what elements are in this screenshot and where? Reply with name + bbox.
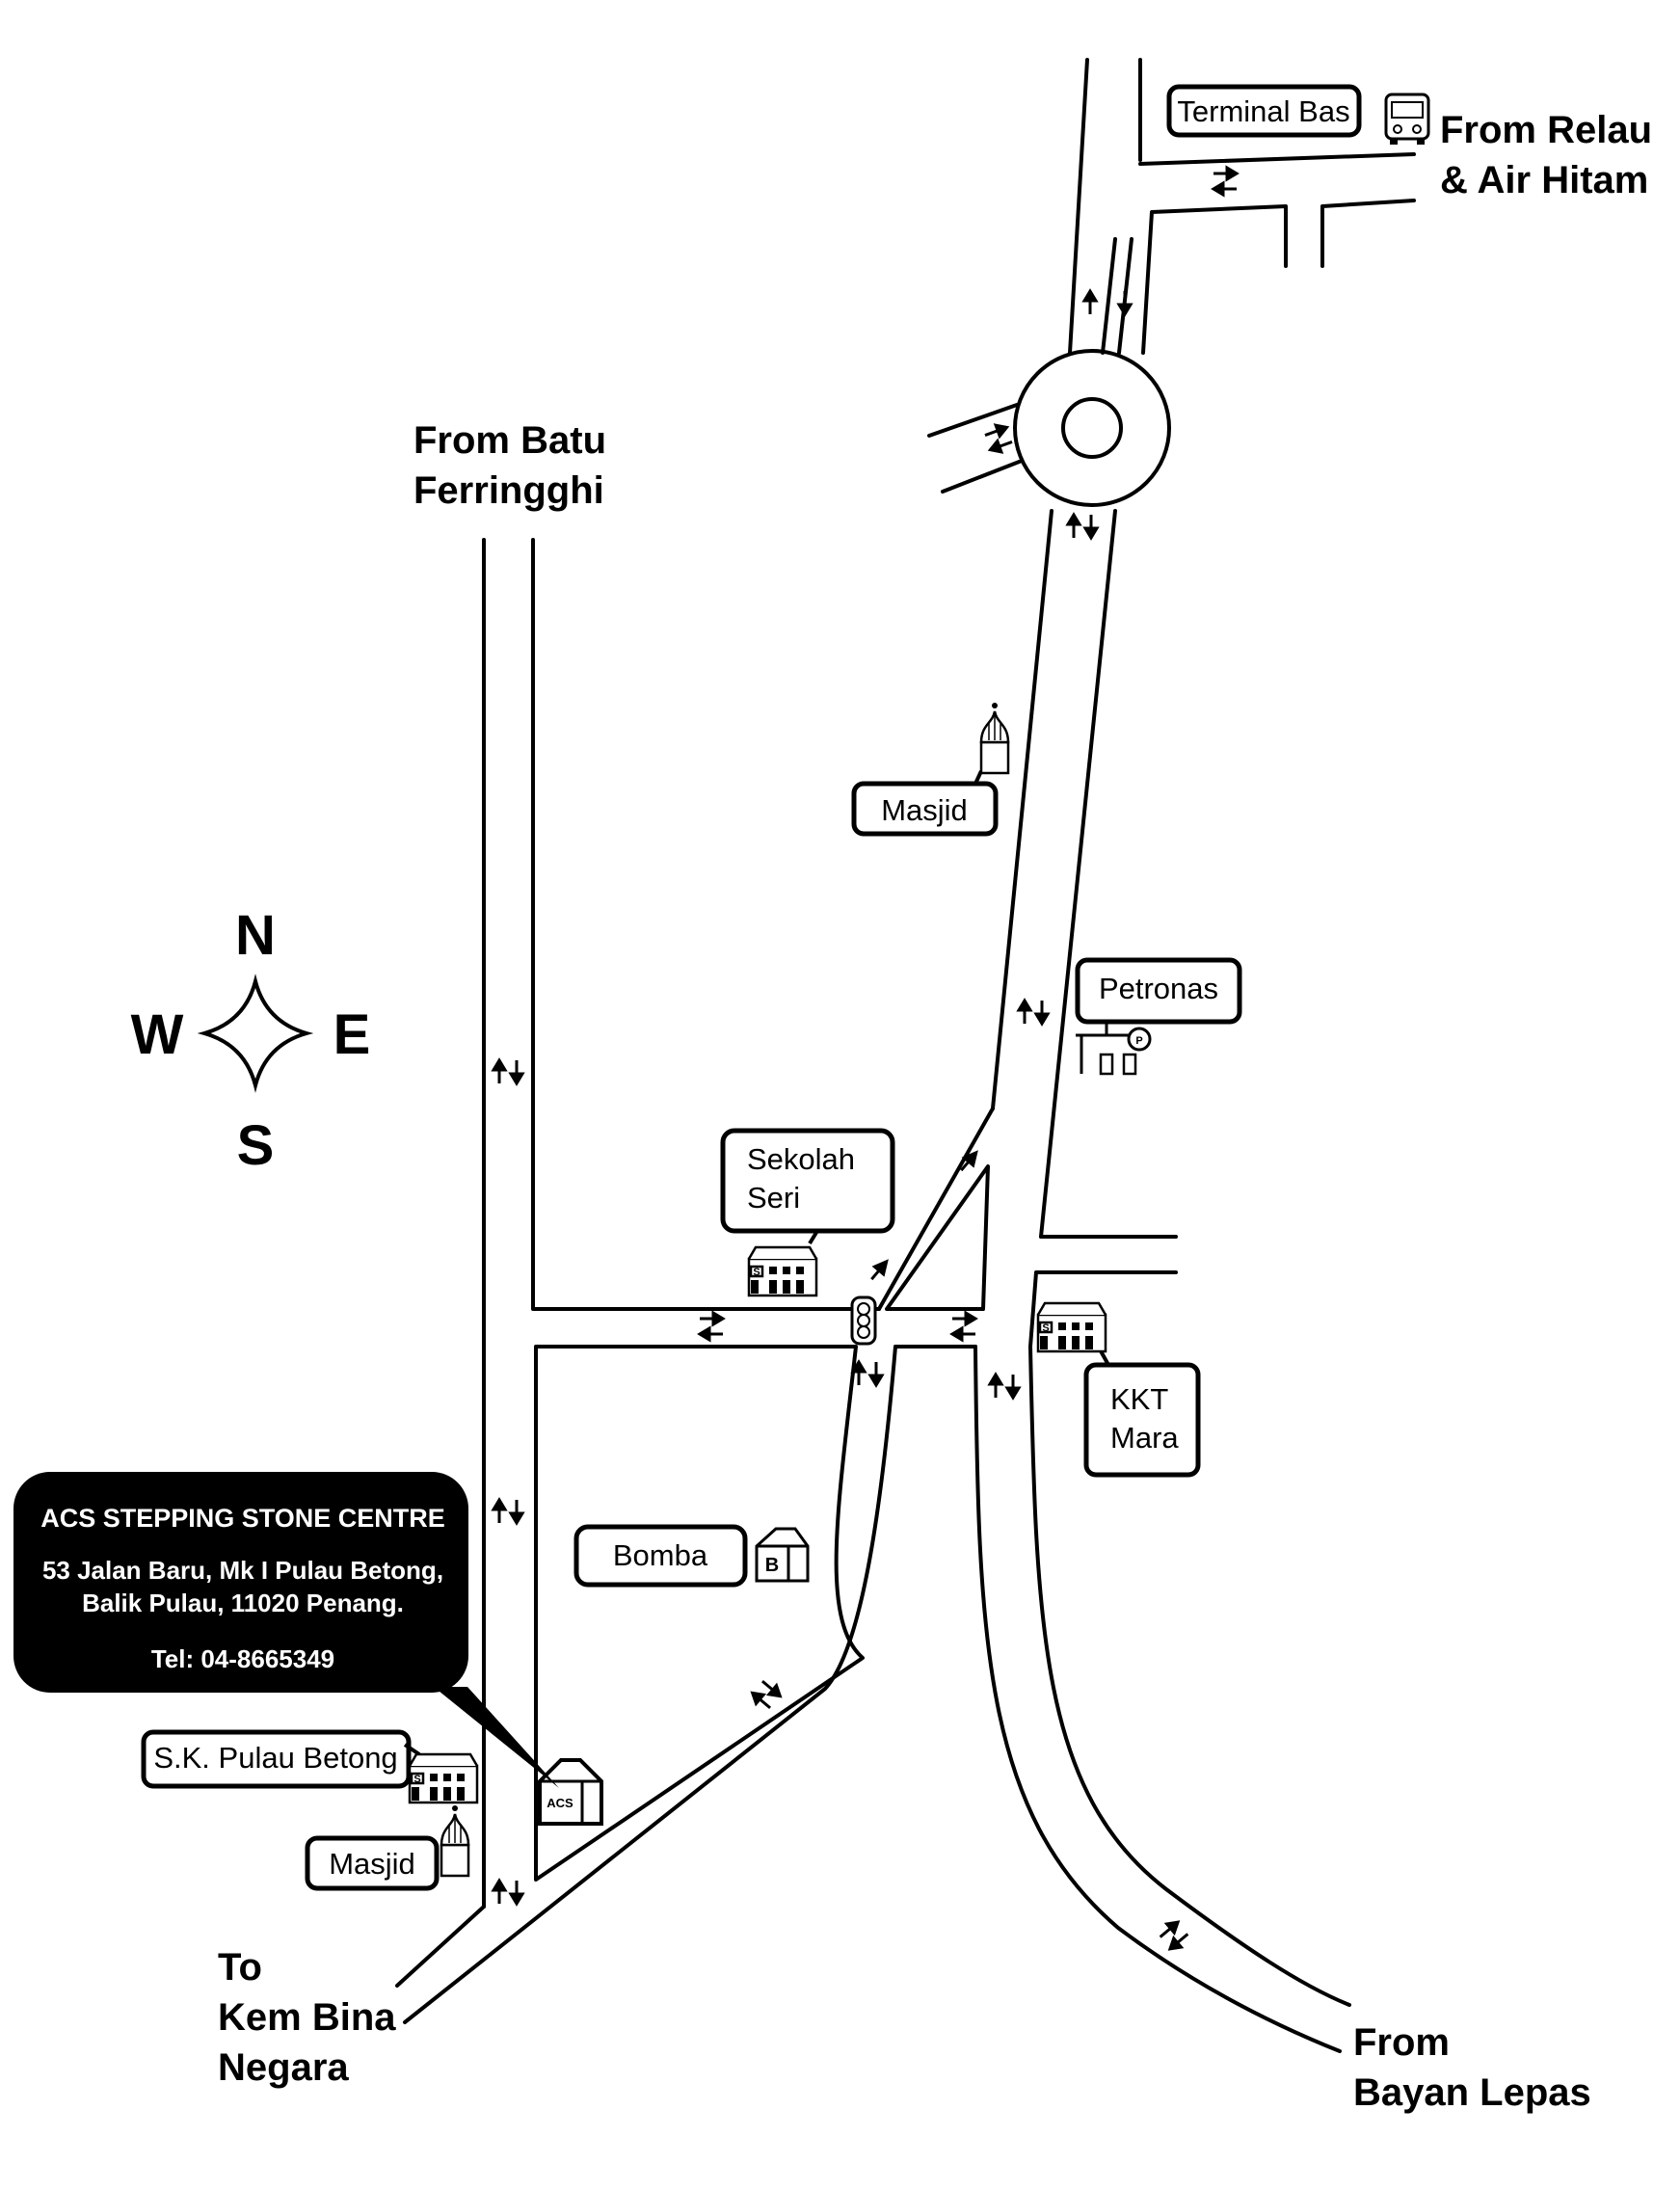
info-address-line1: 53 Jalan Baru, Mk I Pulau Betong,	[42, 1556, 443, 1585]
direction-label-relau-line1: From Relau	[1440, 109, 1652, 151]
landmark-label-petronas: Petronas	[1099, 972, 1218, 1005]
direction-label-batu-line1: From Batu	[413, 419, 606, 462]
arrow-pair-relau-side	[1211, 165, 1240, 198]
landmark-label-sekolah-seri-line1: Sekolah	[747, 1142, 855, 1176]
road-relau-side-edge	[1138, 152, 1416, 166]
road-main-east-edge	[1039, 509, 1117, 1239]
arrow-pair-junction-south	[850, 1359, 885, 1388]
compass-east: E	[333, 1003, 371, 1066]
landmark-sekolah-seri: Sekolah Seri S	[720, 1128, 895, 1297]
direction-label-batu-line2: Ferringghi	[413, 469, 604, 512]
acs-info-callout: ACS STEPPING STONE CENTRE 53 Jalan Baru,…	[13, 1472, 559, 1788]
compass-south: S	[237, 1114, 275, 1177]
landmark-label-masjid-south: Masjid	[329, 1847, 415, 1881]
landmark-sk-pulau-betong: S.K. Pulau Betong S	[141, 1729, 479, 1804]
landmark-label-masjid-north: Masjid	[881, 793, 968, 827]
road-junction-north-edge	[877, 1107, 995, 1311]
arrow-pair-roundabout-west	[984, 423, 1013, 454]
landmark-label-kkt-mara-line2: Mara	[1110, 1421, 1179, 1455]
arrow-pair-bayan-upper	[987, 1372, 1022, 1401]
bus-icon	[1384, 93, 1430, 145]
arrow-pair-relau-road	[1081, 288, 1133, 317]
direction-label-kem-bina-line1: To	[218, 1946, 262, 1989]
compass-west: W	[131, 1003, 184, 1066]
road-roundabout-west-arm-north	[927, 403, 1019, 438]
info-telephone: Tel: 04-8665349	[151, 1644, 334, 1673]
school-letter-sekolah-seri: S	[753, 1267, 760, 1278]
school-letter-kkt-mara: S	[1042, 1322, 1049, 1334]
roundabout-island	[1061, 397, 1123, 459]
arrow-pair-batu-upper	[491, 1057, 525, 1086]
road-relau-median-west	[1101, 237, 1117, 355]
acs-building-icon: ACS	[538, 1758, 603, 1826]
landmark-masjid-north: Masjid	[851, 701, 1010, 837]
arrow-junction-diagonal-lower	[870, 1259, 889, 1281]
road-bayan-lepas-east-edge	[1028, 1345, 1351, 2007]
arrow-pair-kem-bina-road	[750, 1680, 783, 1709]
roundabout-outer	[1013, 349, 1171, 507]
info-address-line2: Balik Pulau, 11020 Penang.	[82, 1589, 404, 1617]
landmark-label-sekolah-seri-line2: Seri	[747, 1181, 800, 1215]
direction-label-relau-line2: & Air Hitam	[1440, 159, 1648, 201]
landmark-label-sk-pulau-betong: S.K. Pulau Betong	[153, 1741, 397, 1775]
traffic-arrows	[491, 165, 1240, 1951]
arrow-pair-batu-middle	[491, 1497, 525, 1526]
arrow-pair-roundabout-south	[1065, 512, 1100, 541]
traffic-light-icon	[850, 1295, 877, 1346]
acs-letter: ACS	[547, 1796, 573, 1810]
fire-station-icon: B	[755, 1527, 810, 1583]
landmark-kkt-mara: KKT Mara S	[1036, 1301, 1201, 1478]
road-inner-block-edge	[534, 1345, 865, 1882]
road-main-west-edge	[991, 509, 1053, 1110]
info-title: ACS STEPPING STONE CENTRE	[40, 1504, 445, 1533]
compass-rose: N S W E	[131, 904, 371, 1177]
landmark-terminal-bas: Terminal Bas	[1166, 84, 1430, 145]
landmark-bomba: Bomba B	[573, 1524, 810, 1588]
landmark-label-bomba: Bomba	[613, 1538, 708, 1572]
arrow-pair-junction-east	[949, 1310, 978, 1343]
road-junction-triangle	[885, 1164, 990, 1311]
arrow-junction-diagonal-upper	[960, 1150, 978, 1172]
arrow-pair-bayan-curve	[1159, 1920, 1189, 1951]
landmark-petronas: Petronas P	[1075, 957, 1242, 1076]
road-kem-bina-south-edge	[403, 1345, 897, 2024]
landmark-masjid-south: Masjid	[305, 1803, 470, 1891]
road-relau-side-stub	[1320, 199, 1416, 268]
parking-letter: P	[1135, 1035, 1142, 1047]
school-letter-sk-pulau-betong: S	[413, 1774, 420, 1785]
road-relau-west-edge	[1068, 58, 1089, 355]
direction-label-bayan-line2: Bayan Lepas	[1353, 2071, 1591, 2114]
road-roundabout-west-arm-south	[941, 459, 1024, 494]
road-kem-bina-north-edge	[395, 1905, 486, 1988]
arrow-pair-batu-lower	[491, 1878, 525, 1907]
road-east-stub-south	[1028, 1270, 1178, 1349]
road-batu-ferringhi-east-edge	[531, 538, 881, 1311]
landmark-label-terminal-bas: Terminal Bas	[1177, 94, 1349, 128]
compass-north: N	[235, 904, 276, 967]
arrow-pair-main-road	[1016, 998, 1051, 1027]
direction-label-bayan-line1: From	[1353, 2021, 1450, 2064]
compass-star-icon	[197, 974, 314, 1093]
bomba-letter: B	[765, 1555, 779, 1576]
direction-label-kem-bina-line2: Kem Bina	[218, 1996, 396, 2039]
school-icon: S	[1036, 1301, 1107, 1353]
school-icon: S	[747, 1245, 818, 1297]
arrow-pair-cross-road	[697, 1310, 726, 1343]
landmark-label-kkt-mara-line1: KKT	[1110, 1382, 1168, 1416]
road-relau-east-edge	[1141, 204, 1288, 355]
petrol-station-icon: P	[1076, 1024, 1152, 1076]
mosque-icon	[979, 701, 1010, 775]
school-icon: S	[408, 1752, 479, 1804]
direction-label-kem-bina-line3: Negara	[218, 2046, 349, 2089]
road-bayan-lepas-west-edge	[973, 1345, 1342, 2053]
mosque-icon	[440, 1803, 470, 1878]
